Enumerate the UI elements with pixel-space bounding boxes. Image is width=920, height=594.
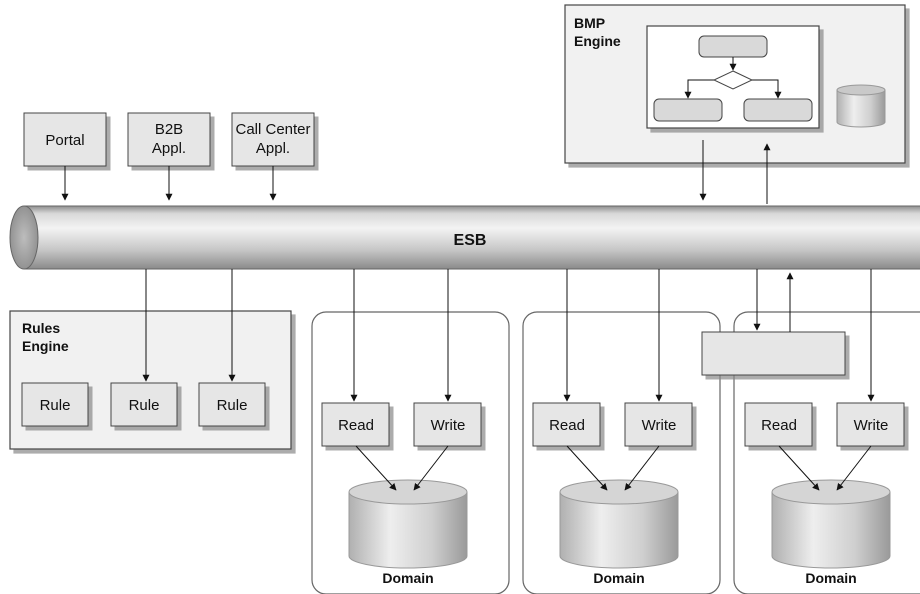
rules-title-line1: Rules [22, 320, 60, 336]
database-icon [559, 479, 679, 569]
domain-2: Read Write Domain [532, 402, 693, 586]
domain-label-1: Domain [382, 570, 433, 586]
client-portal: Portal [23, 112, 107, 167]
client-b2b-appl: B2B Appl. [127, 112, 211, 167]
rule-label-2: Rule [129, 397, 160, 414]
adapter-box [701, 331, 846, 376]
client-callcenter-label-line1: Call Center [235, 121, 310, 138]
rule-label-1: Rule [40, 397, 71, 414]
read-label-2: Read [549, 417, 585, 434]
read-box-3 [744, 402, 813, 447]
client-callcenter-label-line2: Appl. [256, 140, 290, 157]
workflow-branch-left [653, 98, 723, 122]
write-label-2: Write [642, 417, 677, 434]
domain-1: Read Write Domain [321, 402, 482, 586]
write-box-2 [624, 402, 693, 447]
bmp-title-line1: BMP [574, 15, 605, 31]
write-label-1: Write [431, 417, 466, 434]
database-icon [348, 479, 468, 569]
domain-label-2: Domain [593, 570, 644, 586]
rule-box-3: Rule [198, 382, 266, 427]
workflow-start-step [698, 35, 768, 58]
client-call-center-appl: Call Center Appl. [231, 112, 315, 167]
client-portal-label: Portal [45, 132, 84, 149]
read-label-1: Read [338, 417, 374, 434]
read-box-2 [532, 402, 601, 447]
write-label-3: Write [854, 417, 889, 434]
database-icon [771, 479, 891, 569]
client-b2b-label-line1: B2B [155, 121, 183, 138]
esb-bus: ESB [9, 205, 920, 270]
esb-end-cap [9, 205, 39, 270]
workflow-decision-diamond [712, 70, 754, 90]
client-b2b-label-line2: Appl. [152, 140, 186, 157]
bmp-title-line2: Engine [574, 33, 621, 49]
bmp-engine-panel: BMP Engine [564, 4, 906, 164]
domain-label-3: Domain [805, 570, 856, 586]
rules-title-line2: Engine [22, 338, 69, 354]
domain-3: Read Write Domain [744, 402, 905, 586]
bmp-datastore-icon [836, 84, 886, 128]
rule-label-3: Rule [217, 397, 248, 414]
read-box-1 [321, 402, 390, 447]
read-label-3: Read [761, 417, 797, 434]
workflow-branch-right [743, 98, 813, 122]
rule-box-2: Rule [110, 382, 178, 427]
rule-box-1: Rule [21, 382, 89, 427]
rules-engine-panel: Rules Engine Rule Rule Rule [9, 310, 292, 450]
esb-label: ESB [454, 232, 487, 249]
